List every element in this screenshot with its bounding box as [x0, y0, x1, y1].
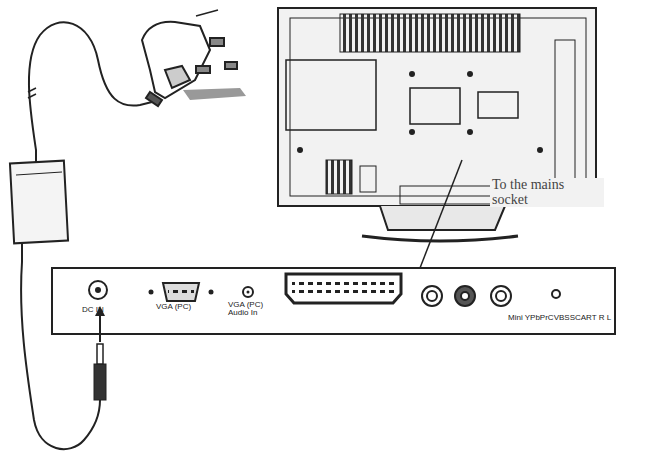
- port-label: VGA (PC): [156, 303, 206, 311]
- port-label: Mini YPbPrCVBSSCART R L: [508, 314, 614, 322]
- port-label: VGA (PC) Audio In: [228, 301, 274, 318]
- port-label: DC IN: [82, 306, 122, 314]
- mains-socket-note: To the mains socket: [490, 178, 604, 207]
